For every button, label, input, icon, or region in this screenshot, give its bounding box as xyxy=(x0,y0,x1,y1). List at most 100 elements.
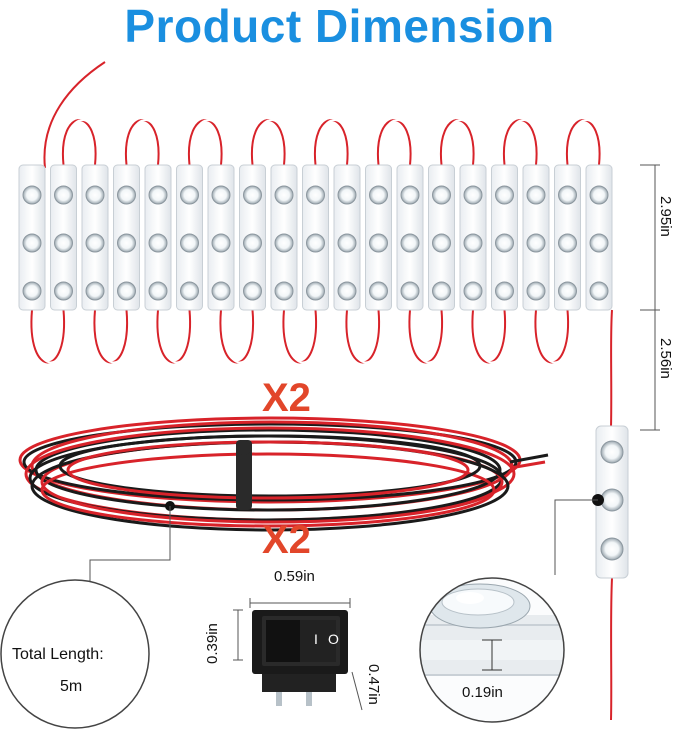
led-chip xyxy=(117,281,136,301)
led-module xyxy=(50,164,77,311)
led-module xyxy=(81,164,109,311)
led-module xyxy=(365,164,392,311)
led-chip xyxy=(337,281,357,301)
led-chip xyxy=(85,185,105,205)
wire-loop-bottom xyxy=(474,309,510,364)
led-chip xyxy=(22,281,42,301)
led-chip xyxy=(274,185,294,205)
led-chip xyxy=(274,281,294,301)
wire-loop-top xyxy=(190,119,226,166)
led-chip xyxy=(148,281,168,301)
led-chip xyxy=(369,185,388,205)
wire-loop-top xyxy=(505,119,541,166)
led-chip xyxy=(526,185,546,205)
led-chip xyxy=(495,233,514,253)
led-chip xyxy=(306,233,325,253)
led-chip xyxy=(400,281,420,301)
module-dimension-lines xyxy=(640,164,660,431)
wire-loop-top xyxy=(187,119,223,166)
wire-loop-top xyxy=(313,119,349,166)
led-chip xyxy=(211,185,231,205)
wire-loop-bottom xyxy=(156,309,192,364)
led-module xyxy=(302,164,329,311)
led-chip xyxy=(589,281,609,301)
switch-height-label: 0.39in xyxy=(204,623,221,664)
led-module xyxy=(239,164,266,311)
led-chip xyxy=(54,185,73,205)
wire-loop-top xyxy=(61,119,97,166)
led-chip xyxy=(432,281,451,301)
wire-loop-top xyxy=(124,119,160,166)
led-chip xyxy=(337,185,357,205)
led-chip xyxy=(180,233,199,253)
wire-loop-bottom xyxy=(282,309,318,364)
led-chip xyxy=(369,233,388,253)
wire-loop-top xyxy=(64,119,100,166)
led-chip xyxy=(180,281,199,301)
led-module xyxy=(176,164,203,311)
led-chip xyxy=(337,233,357,253)
module-height-label: 2.95in xyxy=(657,196,674,237)
led-chip xyxy=(526,281,546,301)
wire-loop-bottom xyxy=(537,309,573,364)
led-chip xyxy=(432,185,451,205)
wire-loop-bottom xyxy=(33,309,69,364)
led-chip xyxy=(526,233,546,253)
wire-loop-bottom xyxy=(159,309,195,364)
led-module xyxy=(270,164,298,311)
led-chip xyxy=(495,281,514,301)
wire-loop-top xyxy=(568,119,604,166)
led-chip xyxy=(306,281,325,301)
length-callout-circle xyxy=(0,579,150,729)
led-module xyxy=(396,164,424,311)
wire-loop-top xyxy=(316,119,352,166)
led-chip xyxy=(85,233,105,253)
led-module xyxy=(585,164,613,311)
total-length-value: 5m xyxy=(60,678,83,695)
cable-tie xyxy=(165,440,252,511)
led-chip xyxy=(117,185,136,205)
led-chip xyxy=(558,233,577,253)
led-module xyxy=(522,164,550,311)
led-chip xyxy=(463,233,483,253)
led-chip xyxy=(243,281,262,301)
led-chip xyxy=(558,281,577,301)
led-chip xyxy=(117,233,136,253)
led-chip xyxy=(148,233,168,253)
led-chip xyxy=(432,233,451,253)
led-module xyxy=(207,164,235,311)
led-module xyxy=(144,164,172,311)
wire-loop-bottom xyxy=(534,309,570,364)
led-chip xyxy=(589,185,609,205)
led-chip xyxy=(211,233,231,253)
led-module xyxy=(491,164,518,311)
total-length-label: Total Length: xyxy=(12,646,104,663)
led-chip xyxy=(54,233,73,253)
wire-loop-top xyxy=(502,119,538,166)
led-chip xyxy=(558,185,577,205)
led-module xyxy=(554,164,581,311)
led-chip xyxy=(495,185,514,205)
wire-loop-bottom xyxy=(471,309,507,364)
wire-loop-bottom xyxy=(285,309,321,364)
led-module xyxy=(333,164,361,311)
switch-quantity: X2 xyxy=(262,518,311,562)
wire-loop-bottom xyxy=(411,309,447,364)
led-chip xyxy=(54,281,73,301)
led-chip xyxy=(400,185,420,205)
led-module xyxy=(113,164,140,311)
led-depth-label: 0.19in xyxy=(462,684,503,701)
wire-loop-top xyxy=(127,119,163,166)
led-chip xyxy=(243,185,262,205)
wire-gap-label: 2.56in xyxy=(657,338,674,379)
wire-loop-top xyxy=(565,119,601,166)
single-led-module xyxy=(592,425,629,579)
led-chip xyxy=(306,185,325,205)
led-chip xyxy=(400,233,420,253)
wire-loop-top xyxy=(379,119,415,166)
wire-loop-bottom xyxy=(408,309,444,364)
wire-loop-top xyxy=(376,119,412,166)
led-module xyxy=(459,164,487,311)
switch-depth-label: 0.47in xyxy=(365,664,382,705)
